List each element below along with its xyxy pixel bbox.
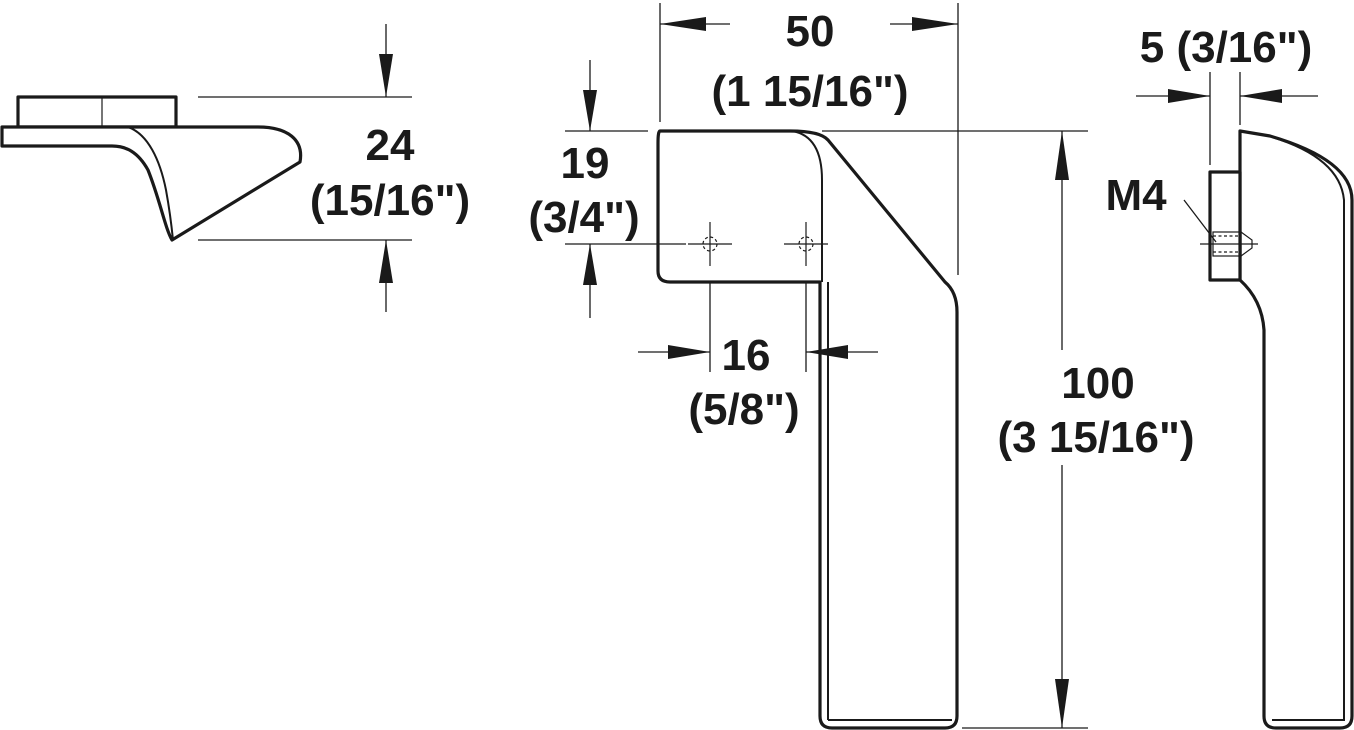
front-view: 50 (1 15/16") 19 (3/4") 16 (5/8") 100 (3… bbox=[528, 3, 1195, 730]
thread-leader bbox=[1183, 199, 1217, 243]
top-dim-mm: 19 bbox=[561, 139, 610, 188]
thread-label: M4 bbox=[1105, 171, 1167, 220]
width-arrow-left bbox=[660, 17, 706, 31]
width-dim-mm: 50 bbox=[786, 7, 835, 56]
length-dim-mm: 100 bbox=[1061, 359, 1134, 408]
spacing-arrow-left bbox=[668, 345, 710, 359]
length-dim-in: (3 15/16") bbox=[998, 413, 1195, 462]
profile-curve-edge bbox=[127, 126, 174, 241]
spacing-arrow-right bbox=[806, 345, 848, 359]
bracket-corner-edge bbox=[791, 130, 823, 282]
thickness-arrow-left bbox=[1168, 89, 1210, 103]
profile-view: 24 (15/16") bbox=[0, 24, 470, 312]
thickness-dim: 5 (3/16") bbox=[1140, 23, 1313, 72]
width-dim-in: (1 15/16") bbox=[712, 67, 909, 116]
top-dim-in: (3/4") bbox=[528, 193, 639, 242]
thickness-arrow-right bbox=[1240, 89, 1282, 103]
top-arrow-bottom bbox=[583, 244, 597, 285]
length-arrow-top bbox=[1055, 131, 1069, 180]
height-arrow-top bbox=[379, 54, 393, 97]
width-arrow-right bbox=[912, 17, 958, 31]
bracket-body bbox=[656, 129, 959, 730]
height-dim-in: (15/16") bbox=[310, 176, 470, 225]
edge-view: M4 5 (3/16") bbox=[1105, 23, 1354, 730]
spacing-dim-in: (5/8") bbox=[688, 385, 799, 434]
height-dim-mm: 24 bbox=[366, 121, 415, 170]
profile-shelf-lip bbox=[0, 125, 303, 242]
length-arrow-bottom bbox=[1055, 679, 1069, 728]
m4-thread bbox=[1200, 231, 1258, 257]
mounting-hole-right bbox=[784, 222, 828, 266]
edge-bracket-inner bbox=[1271, 136, 1345, 721]
edge-mounting-plate bbox=[1208, 170, 1242, 282]
height-arrow-bottom bbox=[379, 240, 393, 283]
top-arrow-top bbox=[583, 90, 597, 131]
profile-base-block bbox=[16, 95, 178, 129]
mounting-hole-left bbox=[688, 222, 732, 266]
edge-bracket-body bbox=[1238, 129, 1354, 730]
spacing-dim-mm: 16 bbox=[722, 331, 771, 380]
